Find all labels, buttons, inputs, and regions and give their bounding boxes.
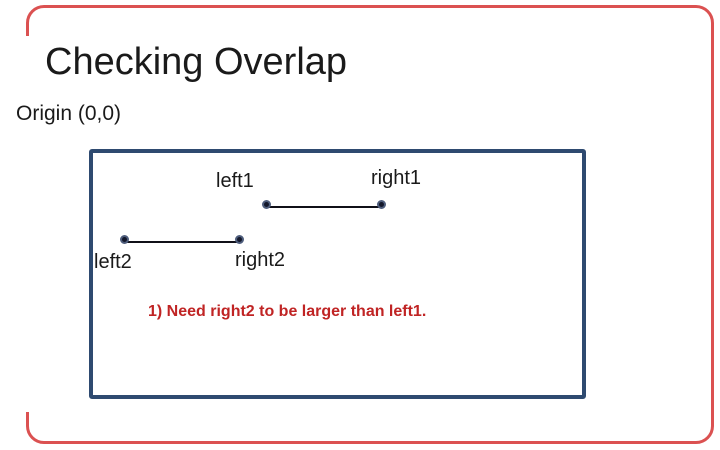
- page-title: Checking Overlap: [45, 41, 348, 83]
- segment1-line: [268, 205, 383, 209]
- segment2-right-endpoint-dot: [234, 235, 244, 244]
- segment1-left-label: left1: [216, 170, 254, 192]
- segment2-left-label: left2: [94, 251, 132, 273]
- segment1-right-label: right1: [371, 167, 422, 189]
- overlap-condition-note: 1) Need right2 to be larger than left1.: [148, 303, 427, 320]
- segment1-left-endpoint-dot: [261, 200, 271, 209]
- slide-border-left-cover: [0, 36, 31, 412]
- diagram-box: left1 right1 left2 right2 1) Need right2…: [89, 149, 586, 399]
- segment1-right-endpoint-dot: [376, 200, 386, 209]
- segment2-right-label: right2: [235, 249, 286, 271]
- segment2-left-endpoint-dot: [119, 235, 129, 244]
- segment2-line: [126, 240, 241, 244]
- origin-label: Origin (0,0): [16, 102, 122, 125]
